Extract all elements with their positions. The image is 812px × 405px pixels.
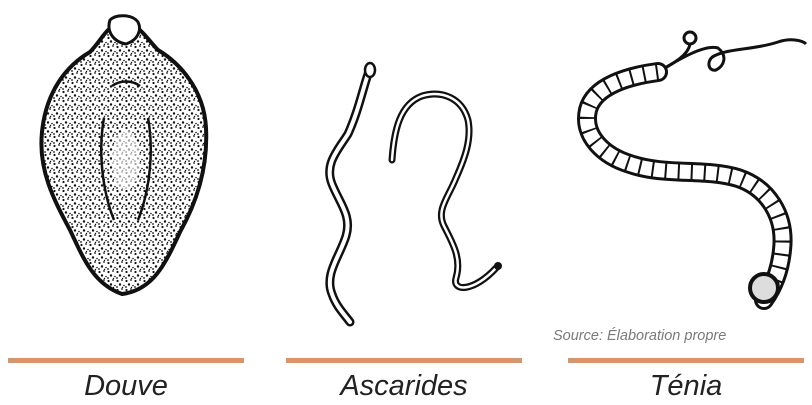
divider-tenia [568, 358, 804, 363]
tenia-scolex [684, 32, 696, 44]
tenia-neck [658, 40, 806, 72]
label-ascarides: Ascarides [286, 369, 522, 403]
tenia-tail [750, 274, 778, 302]
figure-ascarides: Ascarides [286, 0, 526, 405]
figure-tenia [568, 0, 808, 405]
ascarides-illustration [286, 0, 526, 340]
label-douve: Douve [8, 369, 244, 403]
douve-center [112, 130, 140, 190]
label-tenia: Ténia [568, 369, 804, 403]
divider-ascarides [286, 358, 522, 363]
source-caption: Source: Élaboration propre [553, 328, 726, 344]
ascaride-worm-1 [330, 74, 368, 322]
tenia-illustration [568, 0, 812, 320]
divider-douve [8, 358, 244, 363]
ascaride-worm-2 [392, 94, 496, 287]
douve-head [109, 16, 140, 44]
figure-douve: Douve [8, 0, 248, 405]
douve-illustration [8, 0, 248, 340]
